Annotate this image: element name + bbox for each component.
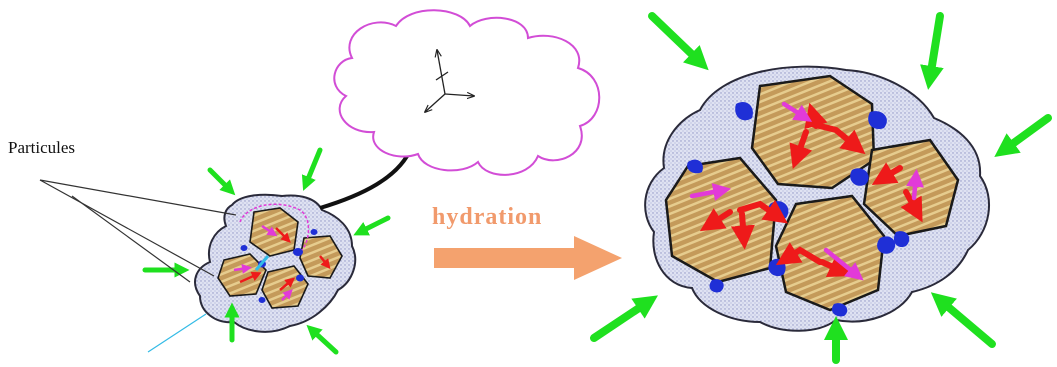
hydration-arrow — [434, 236, 622, 280]
small-aggregate — [195, 195, 355, 332]
cyan-pointer-line — [148, 314, 206, 352]
red-arrow — [742, 214, 744, 240]
green-arrow — [312, 330, 336, 352]
large-aggregate — [645, 67, 989, 331]
green-arrow — [594, 302, 648, 338]
particles-label: Particules — [8, 138, 75, 157]
green-arrow — [940, 300, 992, 344]
green-arrow — [306, 150, 320, 184]
magenta-arrow — [914, 176, 916, 198]
green-arrow — [360, 218, 388, 232]
green-arrow — [652, 16, 700, 62]
green-arrow — [210, 170, 230, 190]
green-arrow — [1004, 118, 1048, 150]
hydration-label: hydration — [432, 204, 542, 230]
cloud-outline — [334, 10, 599, 175]
green-arrow — [930, 16, 940, 78]
red-arrow — [812, 112, 816, 126]
